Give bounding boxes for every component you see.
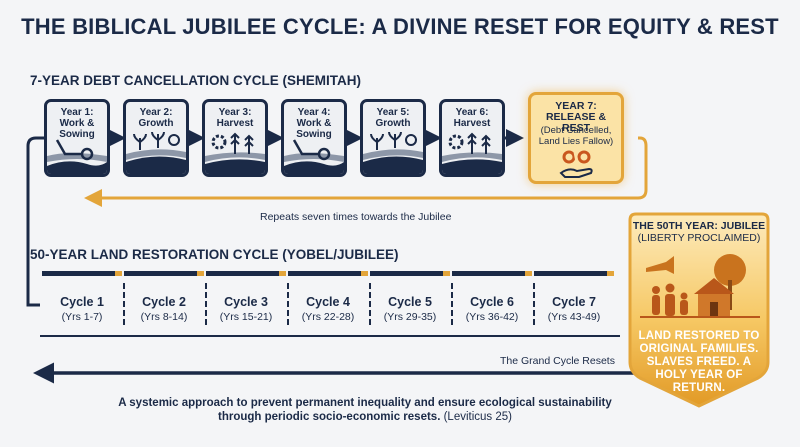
broken-chain-hand-icon (559, 150, 593, 178)
cycle-4: Cycle 4 (Yrs 22-28) (288, 271, 368, 336)
cycle-years: (Yrs 1-7) (61, 311, 103, 323)
cycle-years: (Yrs 43-49) (547, 311, 601, 323)
plow-icon (47, 139, 107, 174)
repeat-loop-arrow (84, 136, 648, 207)
cycle-name: Cycle 2 (142, 295, 186, 309)
year-label: Year 5: Growth (375, 107, 411, 129)
year7-card: YEAR 7: RELEASE & REST (Debt Cancelled, … (528, 92, 624, 184)
jubilee-title: THE 50TH YEAR: JUBILEE (LIBERTY PROCLAIM… (630, 220, 768, 244)
cycle-bar-cap (361, 271, 368, 276)
cycle-divider (123, 283, 125, 325)
cycle-name: Cycle 5 (388, 295, 432, 309)
cycle-divider (287, 283, 289, 325)
cycle-divider (451, 283, 453, 325)
cycle-5: Cycle 5 (Yrs 29-35) (370, 271, 450, 336)
year-card-5: Year 5: Growth (360, 99, 426, 177)
cycle-name: Cycle 1 (60, 295, 104, 309)
trumpet-family-house-icon (640, 254, 760, 318)
yobel-heading: 50-YEAR LAND RESTORATION CYCLE (YOBEL/JU… (30, 247, 399, 262)
year-card-2: Year 2: Growth (123, 99, 189, 177)
cycle-bar-cap (607, 271, 614, 276)
year-label: Year 6: Harvest (453, 107, 491, 129)
cycle-bar-cap (115, 271, 122, 276)
cycle-bar (534, 271, 614, 276)
cycle-divider (369, 283, 371, 325)
repeat-text: Repeats seven times towards the Jubilee (260, 211, 452, 223)
grand-reset-text: The Grand Cycle Resets (500, 355, 615, 367)
year-card-3: Year 3: Harvest (202, 99, 268, 177)
jubilee-title-line: THE 50TH YEAR: JUBILEE (632, 220, 766, 232)
cycle-divider (533, 283, 535, 325)
year-label: Year 1: Work & Sowing (59, 107, 95, 140)
wheat-icon (205, 132, 265, 174)
cycle-bar (124, 271, 204, 276)
cycle-3: Cycle 3 (Yrs 15-21) (206, 271, 286, 336)
jubilee-subtitle: (LIBERTY PROCLAIMED) (637, 232, 761, 244)
cycle-1: Cycle 1 (Yrs 1-7) (42, 271, 122, 336)
wheat-icon (442, 132, 502, 174)
cycle-years: (Yrs 36-42) (465, 311, 519, 323)
year7-subtitle: (Debt Cancelled, Land Lies Fallow) (538, 125, 614, 147)
year-label: Year 3: Harvest (216, 107, 254, 129)
cycle-bar-cap (443, 271, 450, 276)
left-connector (26, 136, 44, 307)
cycle-years: (Yrs 22-28) (301, 311, 355, 323)
sprout-icon (363, 132, 423, 174)
cycle-divider (205, 283, 207, 325)
cycle-7: Cycle 7 (Yrs 43-49) (534, 271, 614, 336)
cycle-bar (206, 271, 286, 276)
cycle-bar-cap (525, 271, 532, 276)
shemitah-heading: 7-YEAR DEBT CANCELLATION CYCLE (SHEMITAH… (30, 73, 361, 88)
year-card-4: Year 4: Work & Sowing (281, 99, 347, 177)
year-card-1: Year 1: Work & Sowing (44, 99, 110, 177)
plow-icon (284, 139, 344, 174)
sprout-icon (126, 132, 186, 174)
cycle-name: Cycle 6 (470, 295, 514, 309)
cycle-bar (42, 271, 122, 276)
page-title: THE BIBLICAL JUBILEE CYCLE: A DIVINE RES… (21, 14, 779, 39)
cycle-name: Cycle 3 (224, 295, 268, 309)
cycle-name: Cycle 7 (552, 295, 596, 309)
year7-title: YEAR 7: RELEASE & REST (545, 100, 607, 134)
footer-reference: (Leviticus 25) (443, 411, 512, 423)
cycle-years: (Yrs 15-21) (219, 311, 273, 323)
cycle-6: Cycle 6 (Yrs 36-42) (452, 271, 532, 336)
cycle-bar (452, 271, 532, 276)
cycle-2: Cycle 2 (Yrs 8-14) (124, 271, 204, 336)
jubilee-body: LAND RESTORED TO ORIGINAL FAMILIES. SLAV… (638, 330, 760, 394)
footer-statement: A systemic approach to prevent permanent… (118, 397, 612, 423)
cycle-years: (Yrs 29-35) (383, 311, 437, 323)
year-card-6: Year 6: Harvest (439, 99, 505, 177)
footer-text: A systemic approach to prevent permanent… (110, 396, 620, 424)
cycle-years: (Yrs 8-14) (140, 311, 188, 323)
cycle-bar (370, 271, 450, 276)
year-label: Year 4: Work & Sowing (296, 107, 332, 140)
cycle-bar (288, 271, 368, 276)
cycle-bar-cap (197, 271, 204, 276)
year-label: Year 2: Growth (138, 107, 174, 129)
cycle-bar-cap (279, 271, 286, 276)
cycle-name: Cycle 4 (306, 295, 350, 309)
